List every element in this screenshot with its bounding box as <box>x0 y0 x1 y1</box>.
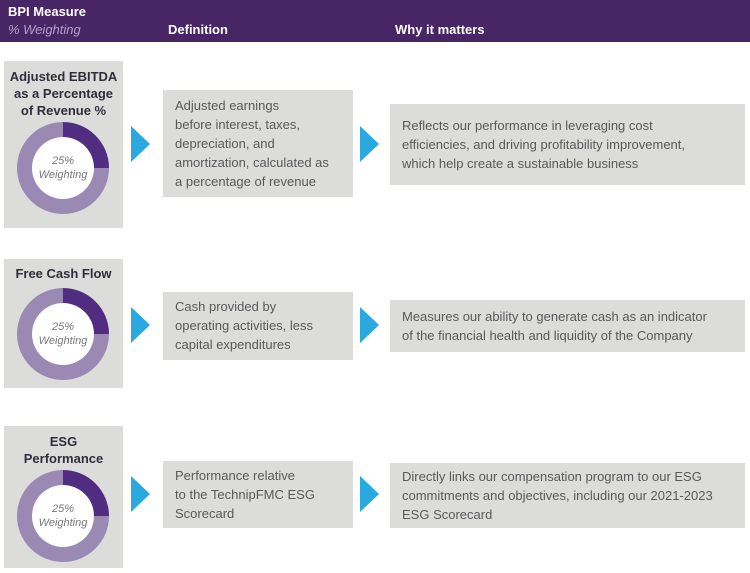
right-arrow-icon <box>360 126 379 162</box>
right-arrow-icon <box>360 307 379 343</box>
definition-text: Performance relative to the TechnipFMC E… <box>163 461 353 528</box>
right-arrow-icon <box>131 307 150 343</box>
measure-title: Free Cash Flow <box>15 266 112 281</box>
right-arrow-icon <box>131 476 150 512</box>
weighting-donut-chart: 25% Weighting <box>17 122 109 214</box>
weighting-percent: 25% <box>51 321 75 333</box>
donut-center-label: 25% Weighting <box>32 137 94 199</box>
weighting-percent: 25% <box>51 155 75 167</box>
header-bpi-measure-label: BPI Measure <box>8 4 87 19</box>
weighting-word: Weighting <box>38 169 88 181</box>
table-header-bar: BPI Measure % Weighting Definition Why i… <box>0 0 750 42</box>
weighting-word: Weighting <box>38 517 88 529</box>
weighting-percent: 25% <box>51 503 75 515</box>
weighting-word: Weighting <box>38 335 88 347</box>
definition-text: Adjusted earnings before interest, taxes… <box>163 90 353 197</box>
donut-center-label: 25% Weighting <box>32 485 94 547</box>
header-definition-label: Definition <box>168 22 228 37</box>
header-weighting-label: % Weighting <box>8 22 81 37</box>
why-it-matters-text: Directly links our compensation program … <box>390 463 745 528</box>
header-why-it-matters-label: Why it matters <box>395 22 485 37</box>
weighting-donut-chart: 25% Weighting <box>17 288 109 380</box>
why-it-matters-text: Reflects our performance in leveraging c… <box>390 104 745 185</box>
definition-text: Cash provided by operating activities, l… <box>163 292 353 360</box>
donut-center-label: 25% Weighting <box>32 303 94 365</box>
right-arrow-icon <box>131 126 150 162</box>
measure-title: Adjusted EBITDA as a Percentage of Reven… <box>9 69 118 118</box>
why-it-matters-text: Measures our ability to generate cash as… <box>390 300 745 352</box>
weighting-donut-chart: 25% Weighting <box>17 470 109 562</box>
right-arrow-icon <box>360 476 379 512</box>
measure-title: ESG Performance <box>23 434 104 466</box>
